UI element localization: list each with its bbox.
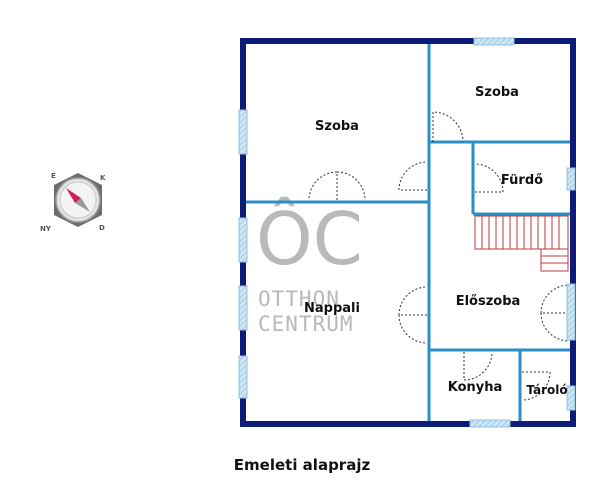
door-furdo [474,163,504,193]
label-szoba-left: Szoba [315,119,359,134]
plan-caption: Emeleti alaprajz [233,456,371,474]
watermark: ÔC OTTHON CENTRUM [256,197,363,336]
door-entrance-a [540,284,570,314]
door-szoba-left-b [336,171,366,201]
compass-east: K [100,174,106,182]
door-szoba-right [432,111,464,143]
label-tarolo: Tároló [526,383,567,397]
label-konyha: Konyha [448,380,503,395]
watermark-line2: CENTRUM [258,312,354,336]
door-konyha [463,351,493,381]
door-nappali-a [398,286,428,316]
door-tarolo [521,371,551,401]
door-szoba-left-a [308,171,338,201]
compass-north: É [51,171,56,180]
watermark-line1: OTTHON [258,287,340,311]
compass-icon: É K NY D [40,171,106,233]
room-labels: Szoba Szoba Fürdő Nappali Előszoba Konyh… [304,85,568,397]
door-corridor [398,161,428,191]
watermark-logo: ÔC [256,197,363,281]
label-eloszoba: Előszoba [456,294,521,309]
door-entrance-b [540,312,570,342]
label-furdo: Fürdő [501,173,543,188]
doors [308,111,570,401]
door-nappali-b [398,314,428,344]
stairs [474,215,569,272]
label-nappali: Nappali [304,301,360,316]
compass-west: NY [40,225,52,233]
windows [238,37,576,428]
inner-walls [245,43,571,422]
compass-south: D [99,224,105,232]
label-szoba-right: Szoba [475,85,519,100]
